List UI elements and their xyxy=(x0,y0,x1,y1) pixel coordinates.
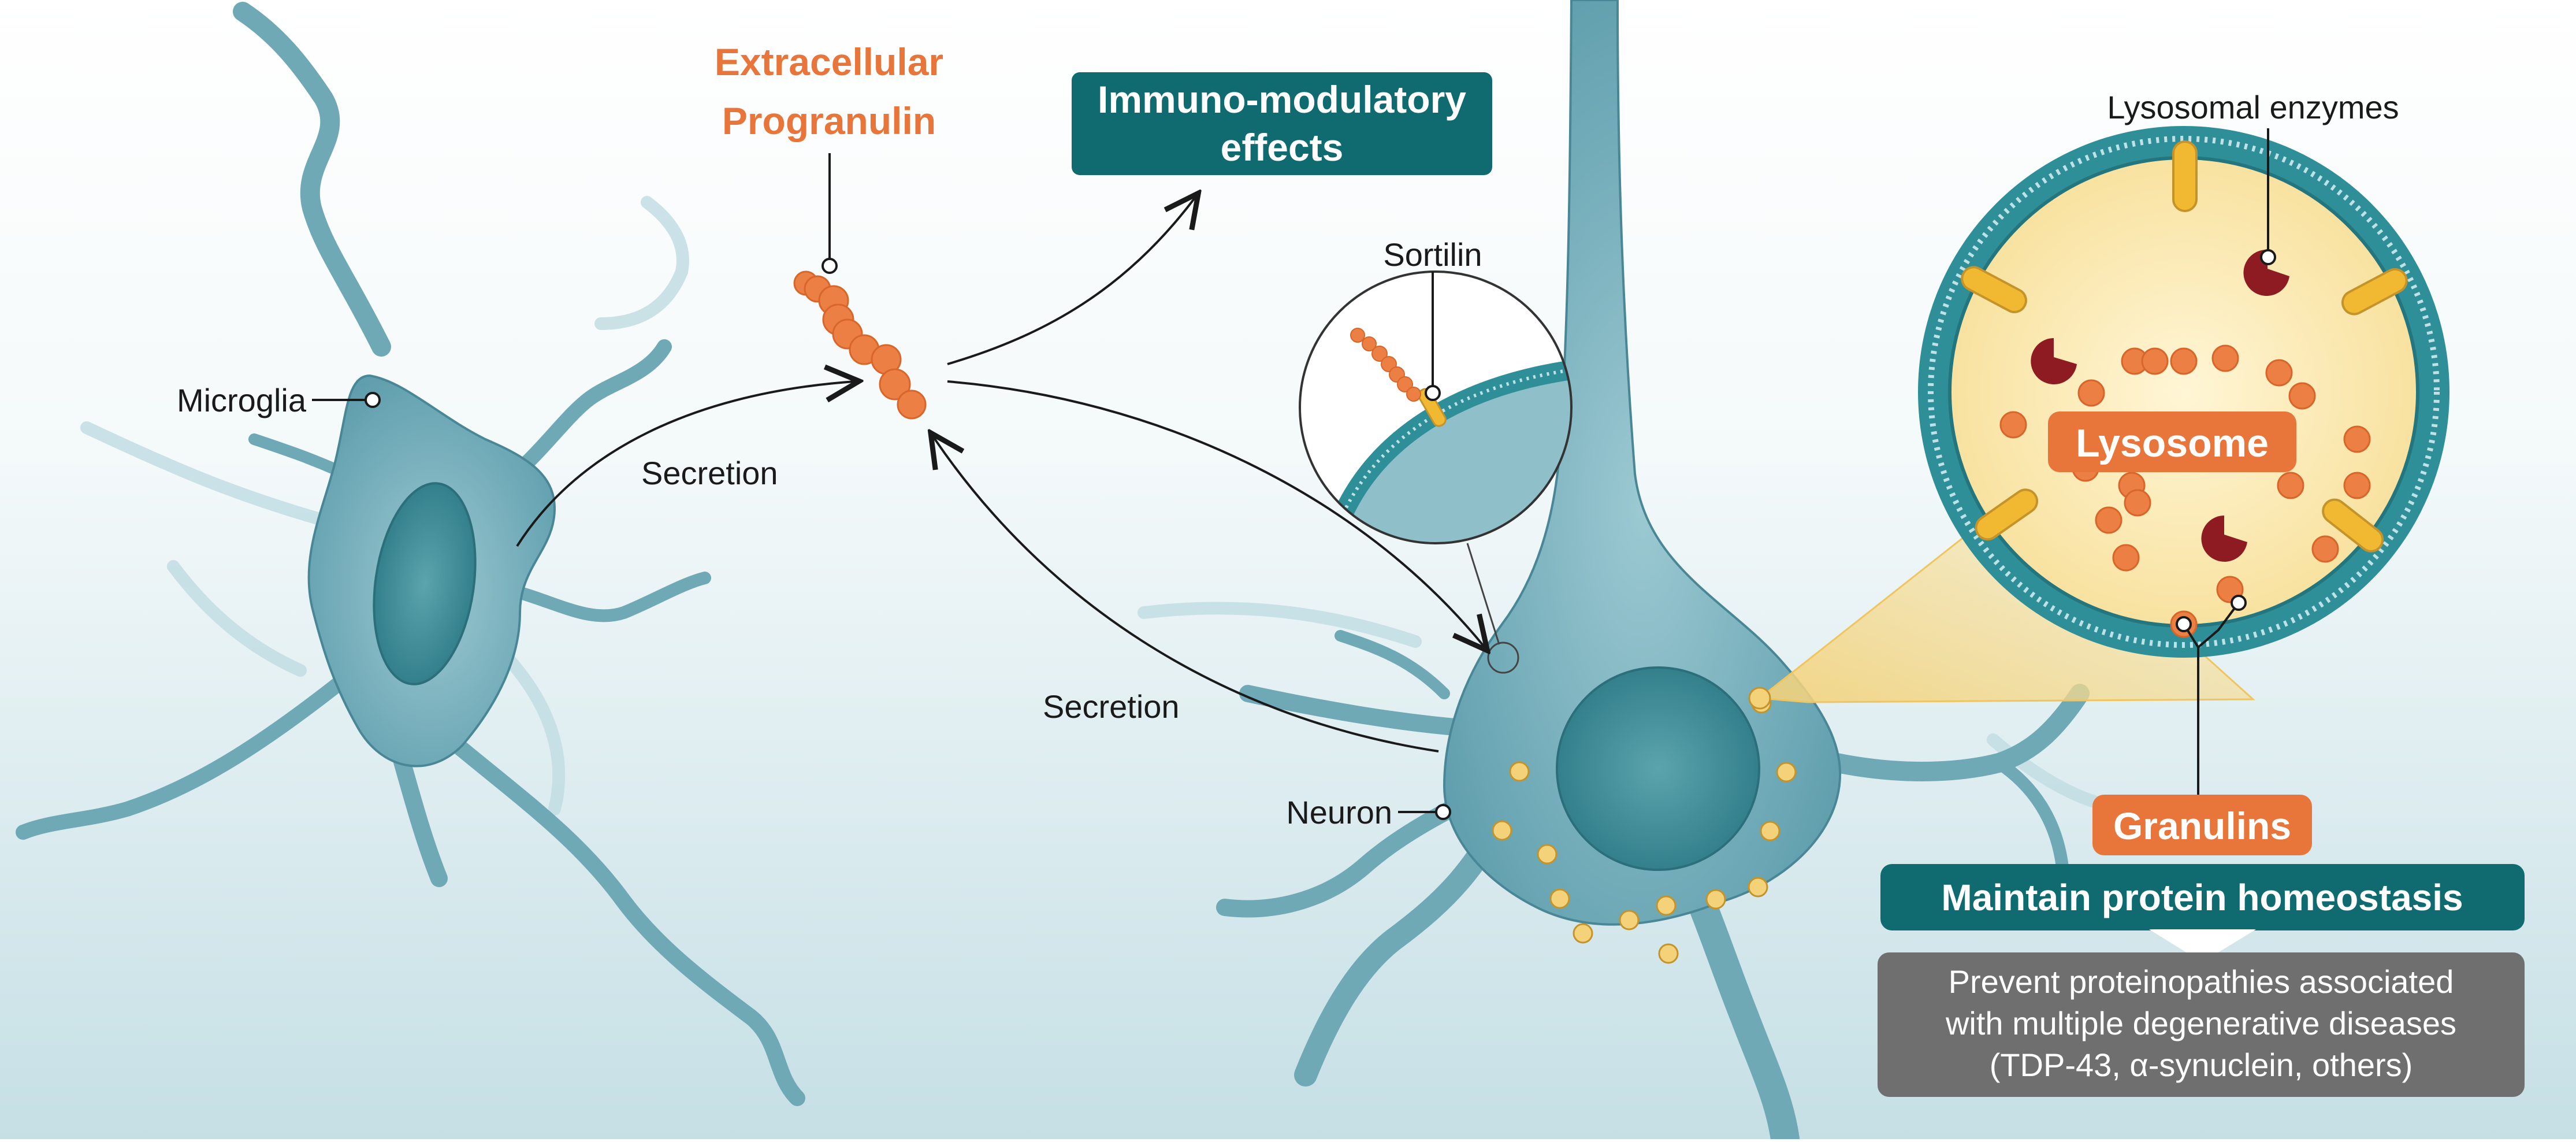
lysosome xyxy=(1918,126,2449,658)
neuron-label: Neuron xyxy=(1286,794,1392,830)
microglia-label: Microglia xyxy=(177,382,307,418)
secretion-neuron-label: Secretion xyxy=(1043,688,1180,725)
enzyme-icon xyxy=(2201,516,2247,562)
sortilin-inset xyxy=(1299,270,1573,544)
granulins-pointer-dot-2 xyxy=(2231,595,2247,611)
prevent-label-2: with multiple degenerative diseases xyxy=(1945,1005,2456,1041)
lysosomal-enzymes-label: Lysosomal enzymes xyxy=(2107,89,2399,125)
arrow-to-sortilin xyxy=(947,380,1485,647)
prevent-box xyxy=(1878,952,2525,1097)
granulins-label: Granulins xyxy=(2113,804,2291,847)
maintain-label: Maintain protein homeostasis xyxy=(1941,877,2463,918)
extracellular-label-1: Extracellular xyxy=(715,40,943,83)
lysosome-label: Lysosome xyxy=(2076,421,2269,465)
immuno-box xyxy=(1072,72,1492,175)
neuron-pointer-dot xyxy=(1435,804,1451,820)
microglia-cell xyxy=(16,2,805,1106)
sortilin-pointer-dot xyxy=(1425,385,1441,401)
microglia-nucleus xyxy=(373,482,477,685)
maintain-box-pointer xyxy=(2149,929,2256,962)
progranulin-pointer-dot xyxy=(822,258,838,274)
neuron-nucleus xyxy=(1556,666,1760,871)
enzyme-icon xyxy=(2243,249,2289,296)
enzymes-pointer-dot xyxy=(2260,249,2276,265)
secretion-microglia-label: Secretion xyxy=(641,455,778,491)
prevent-label-1: Prevent proteinopathies associated xyxy=(1949,963,2454,1000)
progranulin-chain xyxy=(793,270,927,420)
inset-connector xyxy=(1466,543,1500,645)
lysosome-label-box xyxy=(2048,411,2296,472)
neuron-cell xyxy=(1216,0,2090,1142)
sortilin-label: Sortilin xyxy=(1383,236,1482,273)
prevent-label-3: (TDP-43, α-synuclein, others) xyxy=(1990,1047,2413,1083)
neuron-soma xyxy=(1443,0,1842,926)
granulins-pointer-dot xyxy=(2176,616,2192,632)
immuno-label-1: Immuno-modulatory xyxy=(1098,78,1466,121)
extracellular-label-2: Progranulin xyxy=(722,99,936,142)
enzyme-icon xyxy=(2031,338,2077,384)
maintain-box xyxy=(1880,864,2525,930)
arrow-neuron-secretion xyxy=(933,436,1439,752)
neuron-membrane-spot xyxy=(1487,642,1519,674)
granulins-pointer-2 xyxy=(2197,602,2240,648)
lysosome-sortilin-channels xyxy=(1961,140,2408,553)
arrow-microglia-secretion xyxy=(516,381,855,547)
lysosomal-enzymes xyxy=(2031,249,2289,562)
microglia-pointer-dot xyxy=(365,392,381,408)
arrow-to-immuno xyxy=(947,196,1196,365)
neuron-lysosome-spot xyxy=(1748,687,1771,710)
granulins-label-box xyxy=(2092,795,2312,855)
immuno-label-2: effects xyxy=(1221,126,1344,169)
arrows xyxy=(516,196,1485,752)
lysosome-granulins xyxy=(1999,344,2371,638)
